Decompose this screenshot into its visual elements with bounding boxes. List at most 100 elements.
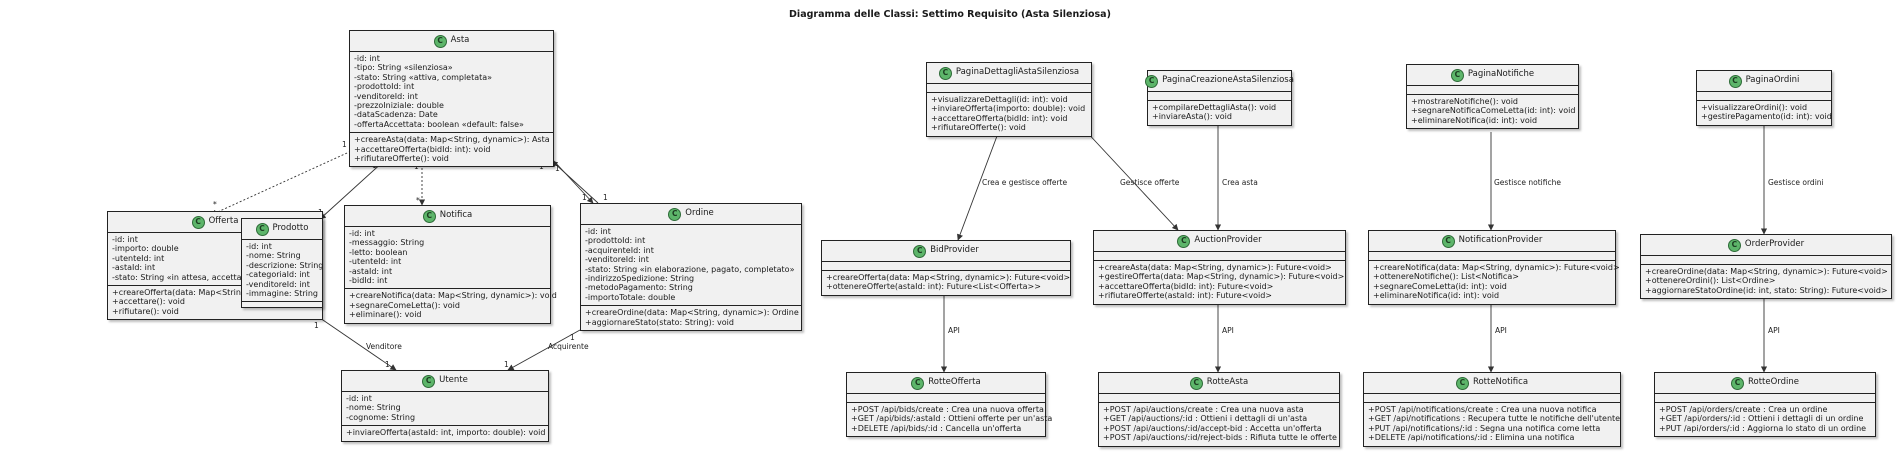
class-name-ordine: Ordine bbox=[685, 208, 714, 219]
class-badge-icon: C bbox=[1727, 238, 1741, 252]
mult-asta-notifica-target: * bbox=[416, 196, 420, 205]
field-offerta: -id: int bbox=[112, 235, 138, 244]
fields-pagina-creazione bbox=[1148, 92, 1291, 101]
method-auction-provider: +gestireOfferta(data: Map<String, dynami… bbox=[1098, 272, 1345, 282]
field-prodotto: -id: int bbox=[246, 242, 272, 251]
methods-notification-provider: +creareNotifica(data: Map<String, dynami… bbox=[1369, 261, 1620, 304]
field-utente: -id: int bbox=[346, 394, 372, 403]
class-badge-icon: C bbox=[1441, 234, 1455, 248]
fields-notification-provider bbox=[1369, 252, 1615, 261]
fields-offerta: -id: int -importo: double -utenteId: int… bbox=[108, 233, 322, 287]
fields-pagina-notifiche bbox=[1407, 86, 1578, 95]
class-name-pagina-notifiche: PaginaNotifiche bbox=[1467, 69, 1535, 80]
class-badge-icon: C bbox=[1189, 376, 1203, 390]
class-name-notifica: Notifica bbox=[439, 210, 473, 221]
mult-ordine-asta-source: 1 bbox=[603, 193, 608, 202]
method-notification-provider: +eliminareNotifica(id: int): void bbox=[1373, 291, 1500, 301]
route-rotte-notifica: +GET /api/notifications : Recupera tutte… bbox=[1368, 414, 1621, 424]
field-prodotto: -descrizione: String bbox=[246, 260, 324, 270]
method-notification-provider: +segnareComeLetta(id: int): void bbox=[1373, 281, 1507, 291]
method-bid-provider: +ottenereOfferte(astaId: int): Future<Li… bbox=[826, 282, 1041, 292]
route-rotte-offerta: +DELETE /api/bids/:id : Cancella un'offe… bbox=[851, 423, 1022, 433]
field-ordine: -acquirenteId: int bbox=[585, 245, 654, 255]
methods-bid-provider: +creareOfferta(data: Map<String, dynamic… bbox=[822, 271, 1070, 295]
methods-prodotto bbox=[242, 302, 322, 307]
field-notifica: -letto: boolean bbox=[349, 247, 408, 257]
class-badge-icon: C bbox=[1177, 234, 1191, 248]
method-offerta: +accettare(): void bbox=[112, 297, 185, 307]
method-notifica: +segnareComeLetta(): void bbox=[349, 300, 460, 310]
method-ordine: +aggiornareStato(stato: String): void bbox=[585, 317, 734, 327]
label-prodotto-utente: Venditore bbox=[366, 342, 402, 351]
class-name-rotte-offerta: RotteOfferta bbox=[928, 377, 981, 388]
field-asta: -prezzoIniziale: double bbox=[354, 101, 444, 111]
method-pagina-dettagli: +rifiutareOfferte(): void bbox=[931, 123, 1026, 133]
fields-order-provider bbox=[1641, 256, 1891, 265]
field-notifica: -astaId: int bbox=[349, 266, 393, 276]
fields-rotte-asta bbox=[1099, 394, 1339, 403]
method-offerta: +creareOfferta(data: Map<String, dynamic… bbox=[112, 288, 318, 298]
methods-auction-provider: +creareAsta(data: Map<String, dynamic>):… bbox=[1094, 261, 1345, 304]
route-rotte-asta: +POST /api/auctions/:id/accept-bid : Acc… bbox=[1103, 423, 1322, 433]
field-ordine: -id: int bbox=[585, 227, 611, 236]
class-name-offerta: Offerta bbox=[208, 216, 239, 227]
class-badge-icon: C bbox=[1730, 376, 1744, 390]
method-notification-provider: +ottenereNotifiche(): List<Notifica> bbox=[1373, 272, 1519, 282]
method-ordine: +creareOrdine(data: Map<String, dynamic>… bbox=[585, 308, 799, 318]
relation-asta-offerta bbox=[210, 147, 359, 216]
class-name-bid-provider: BidProvider bbox=[930, 245, 979, 256]
class-badge-icon: C bbox=[1455, 376, 1469, 390]
method-utente: +inviareOfferta(astaId: int, importo: do… bbox=[346, 428, 546, 438]
method-asta: +accettareOfferta(bidId: int): void bbox=[354, 144, 491, 154]
method-auction-provider: +rifiutareOfferte(astaId: int): Future<v… bbox=[1098, 291, 1272, 301]
label-creazione-auction: Crea asta bbox=[1222, 178, 1258, 187]
class-name-pagina-creazione: PaginaCreazioneAstaSilenziosa bbox=[1162, 75, 1294, 86]
class-badge-icon: C bbox=[911, 376, 925, 390]
mult-ordine-asta-target: 1 bbox=[555, 164, 560, 173]
methods-ordine: +creareOrdine(data: Map<String, dynamic>… bbox=[581, 306, 801, 330]
label-notifiche-provider: Gestisce notifiche bbox=[1494, 178, 1561, 187]
relation-ordine-utente bbox=[507, 329, 581, 371]
field-ordine: -metodoPagamento: String bbox=[585, 283, 693, 293]
route-rotte-asta: +POST /api/auctions/:id/reject-bids : Ri… bbox=[1103, 433, 1337, 443]
label-dettagli-auction: Gestisce offerte bbox=[1120, 178, 1180, 187]
route-rotte-asta: +POST /api/auctions/create : Crea una nu… bbox=[1103, 405, 1304, 414]
method-pagina-ordini: +gestirePagamento(id: int): void bbox=[1701, 112, 1832, 122]
method-order-provider: +ottenereOrdini(): List<Ordine> bbox=[1645, 276, 1776, 286]
mult-asta-offerta-target: * bbox=[213, 200, 217, 209]
field-prodotto: -immagine: String bbox=[246, 289, 319, 299]
method-auction-provider: +accettareOfferta(bidId: int): Future<vo… bbox=[1098, 281, 1274, 291]
class-badge-icon: C bbox=[938, 66, 952, 80]
field-utente: -nome: String bbox=[346, 403, 401, 413]
methods-rotte-asta: +POST /api/auctions/create : Crea una nu… bbox=[1099, 403, 1339, 446]
class-name-rotte-notifica: RotteNotifica bbox=[1472, 377, 1529, 388]
method-order-provider: +aggiornareStatoOrdine(id: int, stato: S… bbox=[1645, 285, 1888, 295]
field-ordine: -importoTotale: double bbox=[585, 292, 676, 302]
field-asta: -stato: String «attiva, completata» bbox=[354, 72, 493, 82]
methods-offerta: +creareOfferta(data: Map<String, dynamic… bbox=[108, 286, 322, 319]
class-name-auction-provider: AuctionProvider bbox=[1194, 235, 1262, 246]
class-badge-icon: C bbox=[1728, 74, 1742, 88]
fields-utente: -id: int -nome: String -cognome: String bbox=[342, 392, 548, 427]
route-rotte-ordine: +PUT /api/orders/:id : Aggiorna lo stato… bbox=[1659, 423, 1867, 433]
field-asta: -venditoreId: int bbox=[354, 91, 418, 101]
relation-prodotto-utente bbox=[319, 317, 397, 371]
fields-pagina-ordini bbox=[1697, 92, 1831, 101]
